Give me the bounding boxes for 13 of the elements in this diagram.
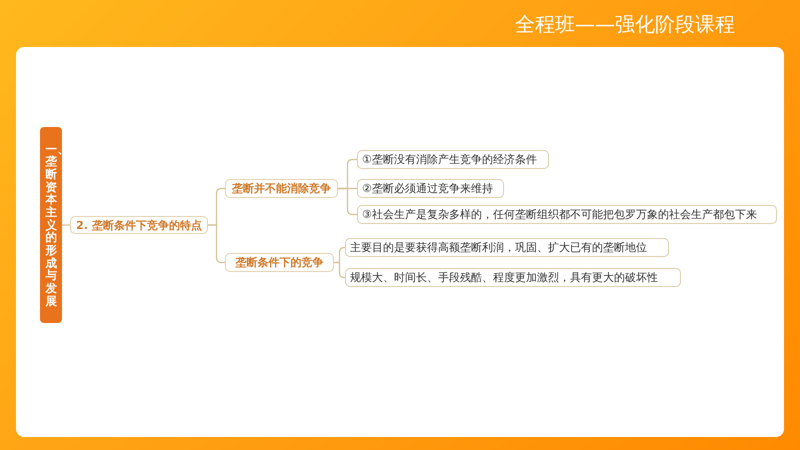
branch-node: 垄断并不能消除竞争 <box>225 179 338 198</box>
branch-node: 2. 垄断条件下竞争的特点 <box>70 216 208 234</box>
connector-line <box>338 188 357 216</box>
leaf-node: 规模大、时间长、手段残酷、程度更加激烈，具有更大的破坏性 <box>345 268 681 287</box>
topic-node: 一、垄断资本主义的形成与发展 <box>40 127 62 323</box>
header-title: 全程班——强化阶段课程 <box>515 11 735 38</box>
leaf-node: ①垄断没有消除产生竞争的经济条件 <box>357 150 549 169</box>
leaf-node: ②垄断必须通过竞争来维持 <box>357 179 504 198</box>
branch-node: 垄断条件下的竞争 <box>225 253 334 272</box>
connector-line <box>208 224 225 264</box>
leaf-node: 主要目的是要获得高额垄断利润，巩固、扩大已有的垄断地位 <box>345 238 669 257</box>
connector-line <box>334 262 346 278</box>
leaf-node: ③社会生产是复杂多样的，任何垄断组织都不可能把包罗万象的社会生产都包下来 <box>357 205 777 224</box>
